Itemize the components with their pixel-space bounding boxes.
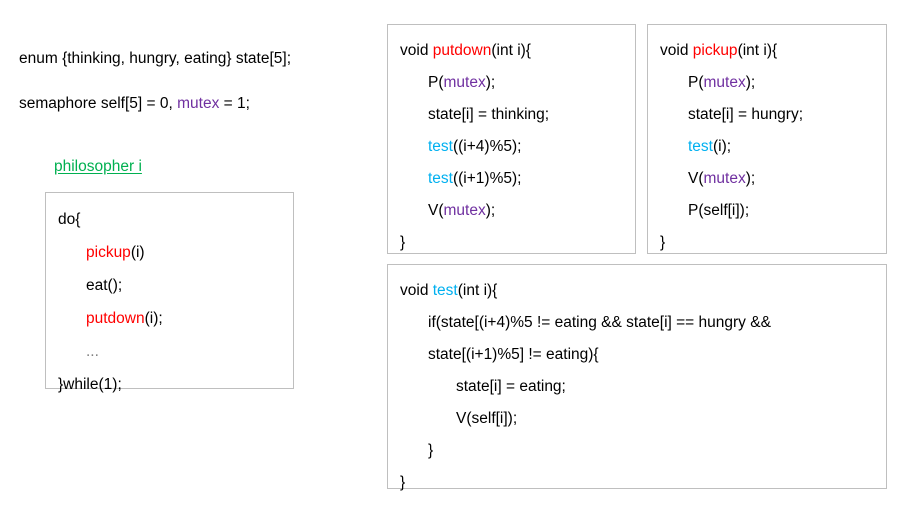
code-token: } [428,442,434,459]
code-token: } [400,234,406,251]
philosopher-caption: philosopher i [54,158,142,175]
code-line: test((i+1)%5); [400,163,549,195]
pickup-code: void pickup(int i){P(mutex);state[i] = h… [648,25,803,259]
code-token: V( [428,202,444,219]
code-line: void pickup(int i){ [660,35,803,67]
code-token: P(self[i]); [688,202,750,219]
code-line: do{ [58,203,163,236]
code-token: ((i+4)%5); [452,138,522,155]
code-token: test [688,138,713,155]
code-line: if(state[(i+4)%5 != eating && state[i] =… [400,307,771,339]
code-token: putdown [86,310,145,327]
code-line: pickup(i) [58,236,163,269]
code-line: P(mutex); [660,67,803,99]
putdown-code: void putdown(int i){P(mutex);state[i] = … [388,25,549,259]
code-token: V( [688,170,704,187]
code-line: test((i+4)%5); [400,131,549,163]
code-token: void [400,42,433,59]
code-line: V(self[i]); [400,403,771,435]
code-token: ((i+1)%5); [452,170,522,187]
code-line: eat(); [58,269,163,302]
code-token: mutex [703,74,746,91]
code-token: ... [86,343,99,360]
code-token: P( [428,74,444,91]
putdown-code-box: void putdown(int i){P(mutex);state[i] = … [387,24,636,254]
philosopher-code-box: do{ pickup(i) eat(); putdown(i);... }while(1… [45,192,294,393]
code-line: P(self[i]); [660,195,803,227]
code-token: do{ [58,211,81,228]
code-token: test [428,138,453,155]
code-token: if(state[(i+4)%5 != eating && state[i] =… [428,314,771,331]
code-token: (int i){ [737,42,778,59]
code-token: eat(); [86,277,123,294]
code-token: state[i] = eating; [456,378,566,395]
code-line: test(i); [660,131,803,163]
code-token: } [400,474,406,491]
code-line: state[i] = thinking; [400,99,549,131]
code-line: putdown(i); [58,302,163,335]
code-token: pickup [692,42,738,59]
code-line: ... [58,335,163,368]
code-token: ); [745,74,756,91]
code-token: state[i] = hungry; [688,106,804,123]
code-token: pickup [86,244,131,261]
code-line: state[(i+1)%5] != eating){ [400,339,771,371]
code-token: state[(i+1)%5] != eating){ [428,346,599,363]
pickup-code-box: void pickup(int i){P(mutex);state[i] = h… [647,24,887,254]
code-token: ); [745,170,756,187]
code-token: ); [485,202,496,219]
code-token: mutex [177,95,220,112]
code-token: void [660,42,693,59]
code-line: state[i] = hungry; [660,99,803,131]
code-token: state[i] = thinking; [428,106,550,123]
code-token: mutex [443,74,486,91]
code-line: P(mutex); [400,67,549,99]
code-line: } [400,435,771,467]
code-line: V(mutex); [660,163,803,195]
code-token: semaphore self[5] = 0, [19,95,178,112]
code-token: test [428,170,453,187]
code-line: void test(int i){ [400,275,771,307]
code-token: mutex [703,170,746,187]
code-line: } [660,227,803,259]
code-token: = 1; [219,95,250,112]
code-token: }while(1); [58,376,122,393]
test-code: void test(int i){ if(state[(i+4)%5 != eat… [388,265,771,499]
code-line: }while(1); [58,368,163,401]
code-token: (int i){ [457,282,498,299]
enum-declaration: enum {thinking, hungry, eating} state[5]… [19,50,291,67]
code-token: test [432,282,458,299]
code-token: P( [688,74,704,91]
code-token: V(self[i]); [456,410,518,427]
philosopher-code: do{ pickup(i) eat(); putdown(i);... }while(1… [46,193,163,401]
code-token: (int i){ [491,42,531,59]
code-token: mutex [443,202,486,219]
code-token: } [660,234,666,251]
code-token: enum {thinking, hungry, eating} state[5]… [19,50,292,67]
test-code-box: void test(int i){ if(state[(i+4)%5 != eat… [387,264,887,491]
code-token: (i); [712,138,732,155]
code-token: void [400,282,433,299]
code-line: void putdown(int i){ [400,35,549,67]
code-line: state[i] = eating; [400,371,771,403]
code-token: (i) [130,244,145,261]
semaphore-declaration: semaphore self[5] = 0, mutex = 1; [19,95,250,112]
code-line: } [400,227,549,259]
code-line: } [400,467,771,499]
code-token: (i); [144,310,163,327]
code-token: putdown [432,42,492,59]
code-line: V(mutex); [400,195,549,227]
code-token: ); [485,74,496,91]
